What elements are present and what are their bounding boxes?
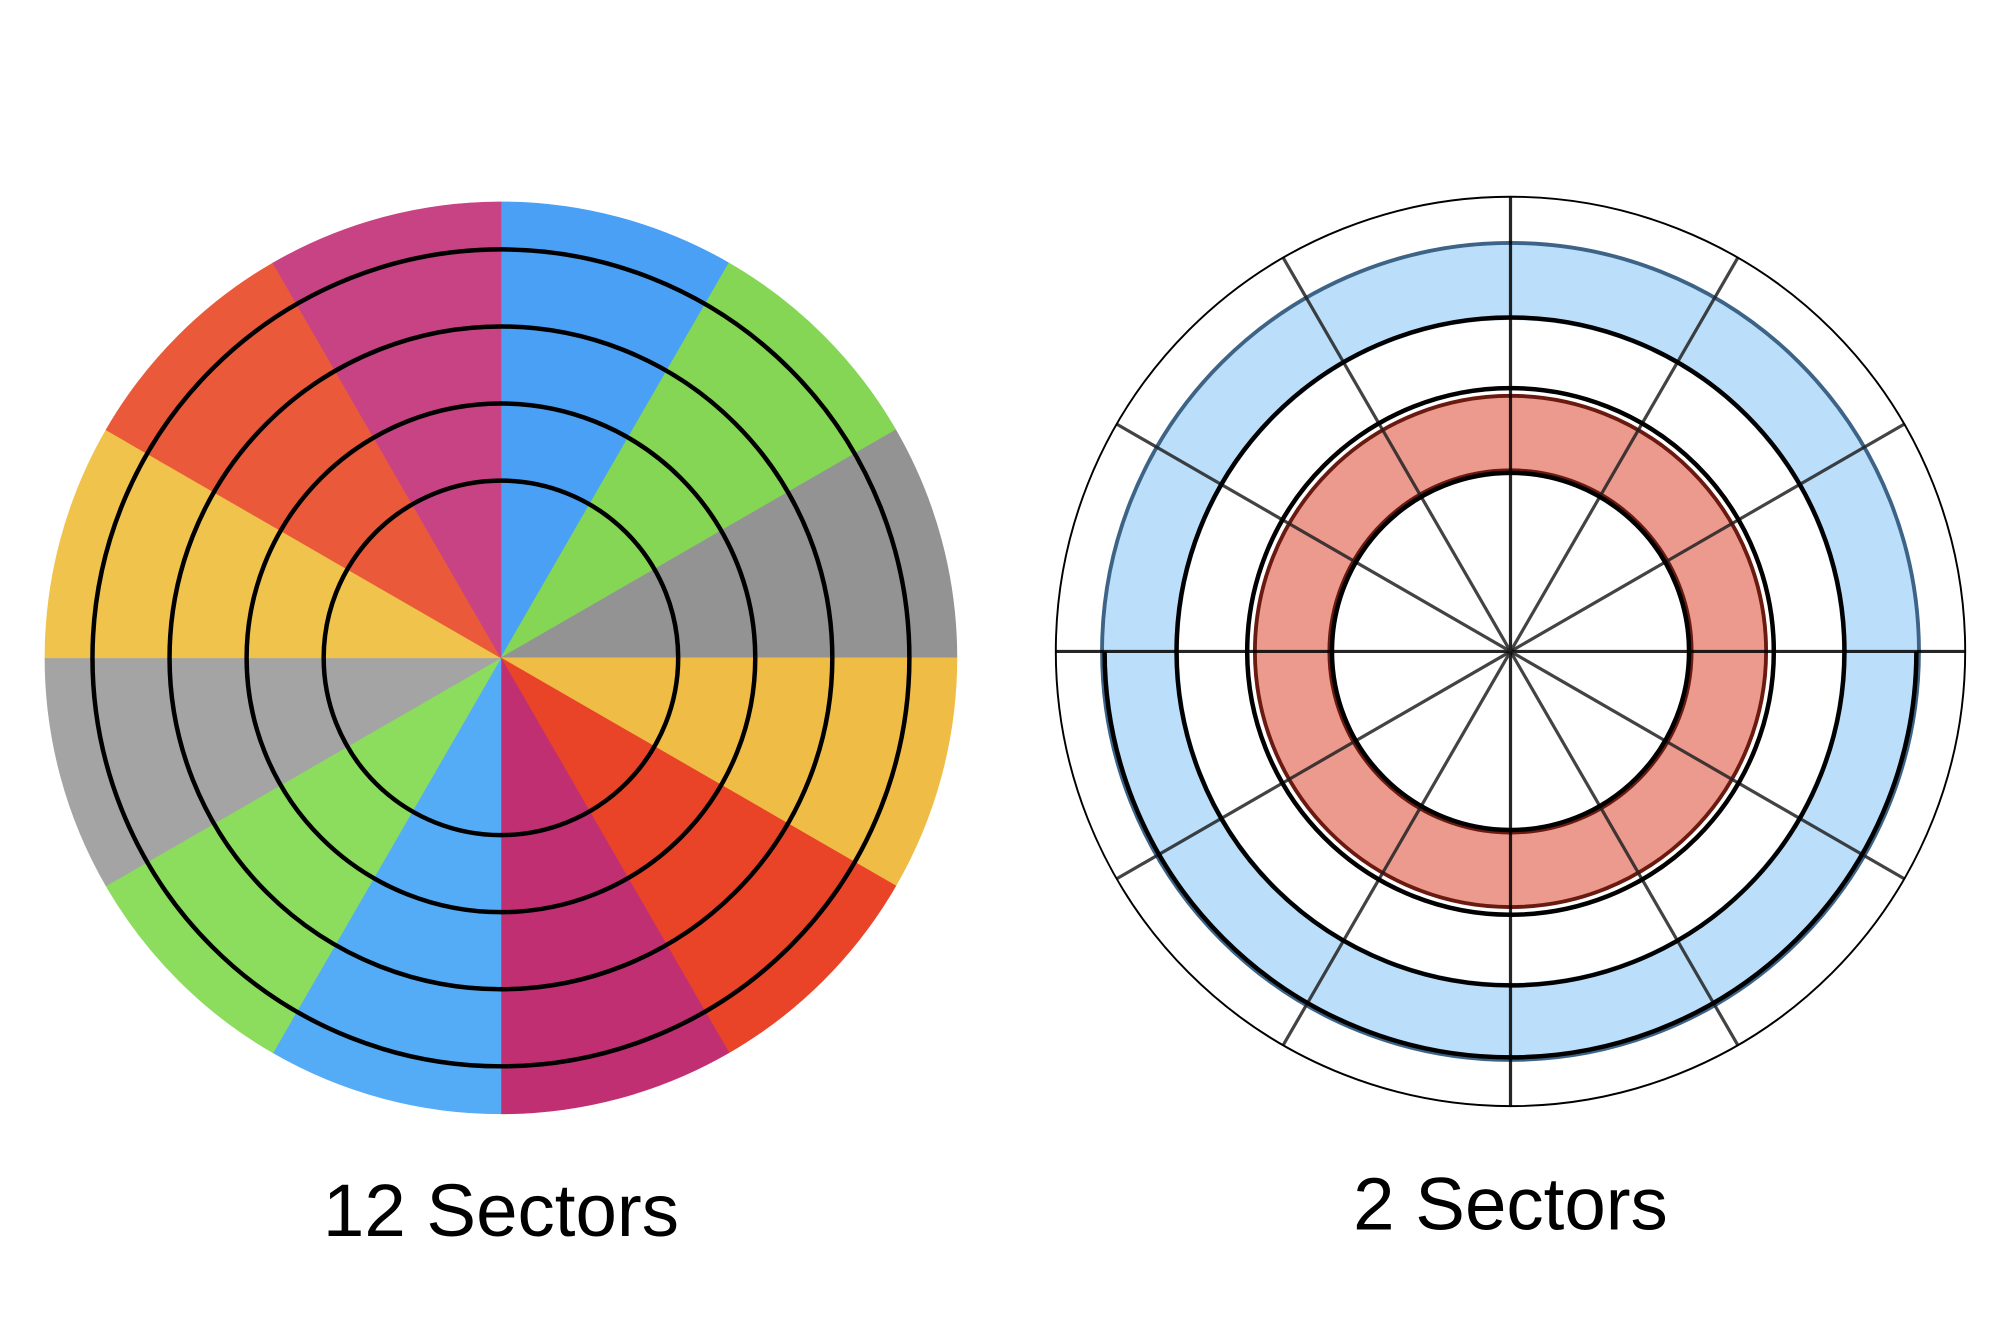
spoke-line: [1281, 650, 1512, 1047]
ring-circle: [1329, 470, 1692, 833]
spoke-line: [1281, 256, 1512, 653]
sector-wedge: [105, 656, 502, 1054]
ring-circle: [1102, 651, 1919, 1060]
outer-circle: [1054, 195, 1967, 1108]
ring-circle: [321, 478, 681, 838]
two-sector-diagram: [1054, 195, 1967, 1108]
spoke-line: [1509, 650, 1906, 881]
ring-circle: [90, 247, 912, 1069]
ring-circle: [1174, 315, 1847, 988]
spoke-line: [1509, 650, 1740, 1047]
sector-wedge: [105, 262, 502, 659]
spoke-line: [1115, 650, 1512, 881]
spoke-line: [1115, 422, 1512, 653]
sector-wedge: [500, 656, 897, 1054]
ring-circle: [167, 324, 835, 992]
spoke-line: [1509, 256, 1740, 653]
right-diagram-label: 2 Sectors: [1353, 1162, 1668, 1245]
ring-circle: [1244, 385, 1777, 917]
spoke-line: [1509, 422, 1906, 653]
left-diagram-label: 12 Sectors: [323, 1169, 679, 1252]
twelve-sector-diagram: [44, 201, 958, 1115]
sector-wedge: [500, 262, 897, 659]
ring-circle: [244, 401, 758, 915]
